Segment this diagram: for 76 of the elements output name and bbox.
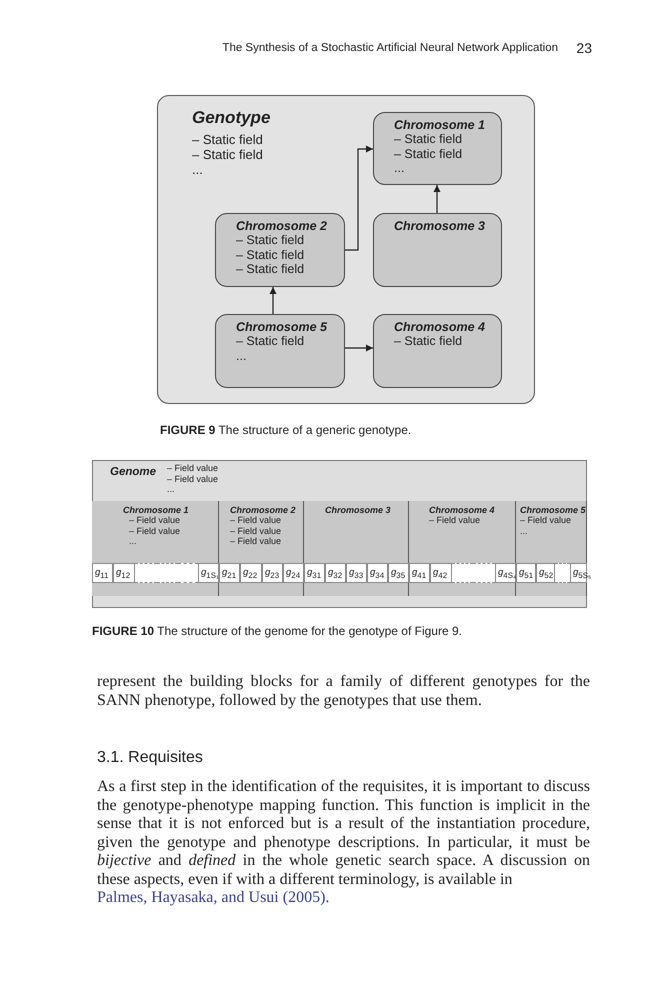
chromosome-box [215,314,345,388]
box-title: Chromosome 2 [230,505,296,515]
field-text: – Static field [394,146,464,161]
arrow [345,344,373,352]
gene-cell: g$_{11}$ [92,563,113,583]
field-text: – Static field [236,233,306,248]
box-title: Genotype [192,108,270,128]
chromosome-column [219,501,304,596]
gene-cell: g$_{33}$ [346,563,367,583]
box-title: Chromosome 5 [520,505,586,515]
chromosome-column [304,501,409,596]
gene-cell: g$_{4S₄}$ [495,563,516,583]
field-text: – Field value [230,526,282,536]
field-text: ... [394,161,406,176]
field-text: ... [167,484,176,494]
citation-link: Palmes, Hayasaka, and Usui (2005). [97,889,330,908]
arrow [345,146,373,251]
gene-cell: g$_{21}$ [219,563,240,583]
box-title: Genome [110,466,156,478]
gene-cell: g$_{34}$ [367,563,388,583]
gene-cell: g$_{24}$ [283,563,304,583]
body-paragraph: represent the building blocks for a family of different genotypes for the SANN phenotype, followed by the genotypes that use them. [97,673,590,710]
box-title: Chromosome 2 [236,219,327,233]
gene-cell: g$_{31}$ [304,563,325,583]
field-text: – Field value [429,515,482,526]
field-text: ... [520,526,529,536]
field-text: – Field value [129,526,182,536]
gene-cell: g$_{12}$ [113,563,135,583]
empty-gene-cell [555,563,570,583]
gene-cell: g$_{23}$ [262,563,283,583]
genotype-box [157,95,535,404]
field-text: – Field value [520,515,572,526]
figure-caption: FIGURE 10 The structure of the genome for the genotype of Figure 9. [92,624,463,638]
arrow [270,287,276,314]
gene-cell: g$_{1S₁}$ [198,563,219,583]
box-title: Chromosome 1 [123,505,189,515]
gene-cell: g$_{22}$ [240,563,262,583]
field-text: ... [192,162,204,177]
chromosome-column [409,501,516,596]
field-text: – Field value [230,515,282,526]
gene-cell: g$_{42}$ [430,563,452,583]
running-header: The Synthesis of a Stochastic Artificial Neural Network Application [222,42,558,54]
field-text: – Static field [394,334,464,348]
figure-caption: FIGURE 9 The structure of a generic genotype. [160,423,412,437]
box-title: Chromosome 4 [429,505,495,515]
field-text: – Static field [236,262,306,276]
gene-cell: g$_{35}$ [388,563,409,583]
box-title: Chromosome 4 [394,320,485,334]
arrow [434,185,440,213]
field-text: ... [129,536,138,546]
field-text: ... [236,348,248,363]
field-text: – Field value [167,474,218,484]
field-text: – Static field [236,334,306,348]
gene-cell: g$_{32}$ [325,563,346,583]
body-paragraph: As a first step in the identification of the requisites, it is important to discuss the genotype-phenotype mapping function. This function is implicit in the sense that it is not enforced but is a result of the instantiation procedure, given the genotype and phenotype descriptions. In particular, it must be bijective and defined in the whole genetic search space. A discussion on these aspects, even if with a different terminology, is available in [97,778,590,889]
page-number: 23 [575,40,592,56]
field-text: – Static field [192,147,264,162]
box-title: Chromosome 5 [236,320,327,334]
field-text: – Field value [230,536,282,546]
gene-cell: g$_{51}$ [516,563,536,583]
chromosome-box [215,213,345,287]
field-text: – Static field [394,132,464,146]
field-text: – Static field [192,132,264,147]
chromosome-column [92,501,219,596]
gene-cell: g$_{52}$ [536,563,555,583]
field-text: – Field value [167,463,218,474]
section-heading: 3.1. Requisites [97,749,204,767]
chromosome-box [373,314,502,388]
field-text: – Field value [129,515,182,526]
chromosome-box [373,112,502,185]
chromosome-box [373,213,502,287]
box-title: Chromosome 3 [394,219,485,233]
box-title: Chromosome 3 [325,505,391,515]
box-title: Chromosome 1 [394,118,485,132]
gene-cell: g$_{41}$ [409,563,430,583]
field-text: – Static field [236,248,306,262]
